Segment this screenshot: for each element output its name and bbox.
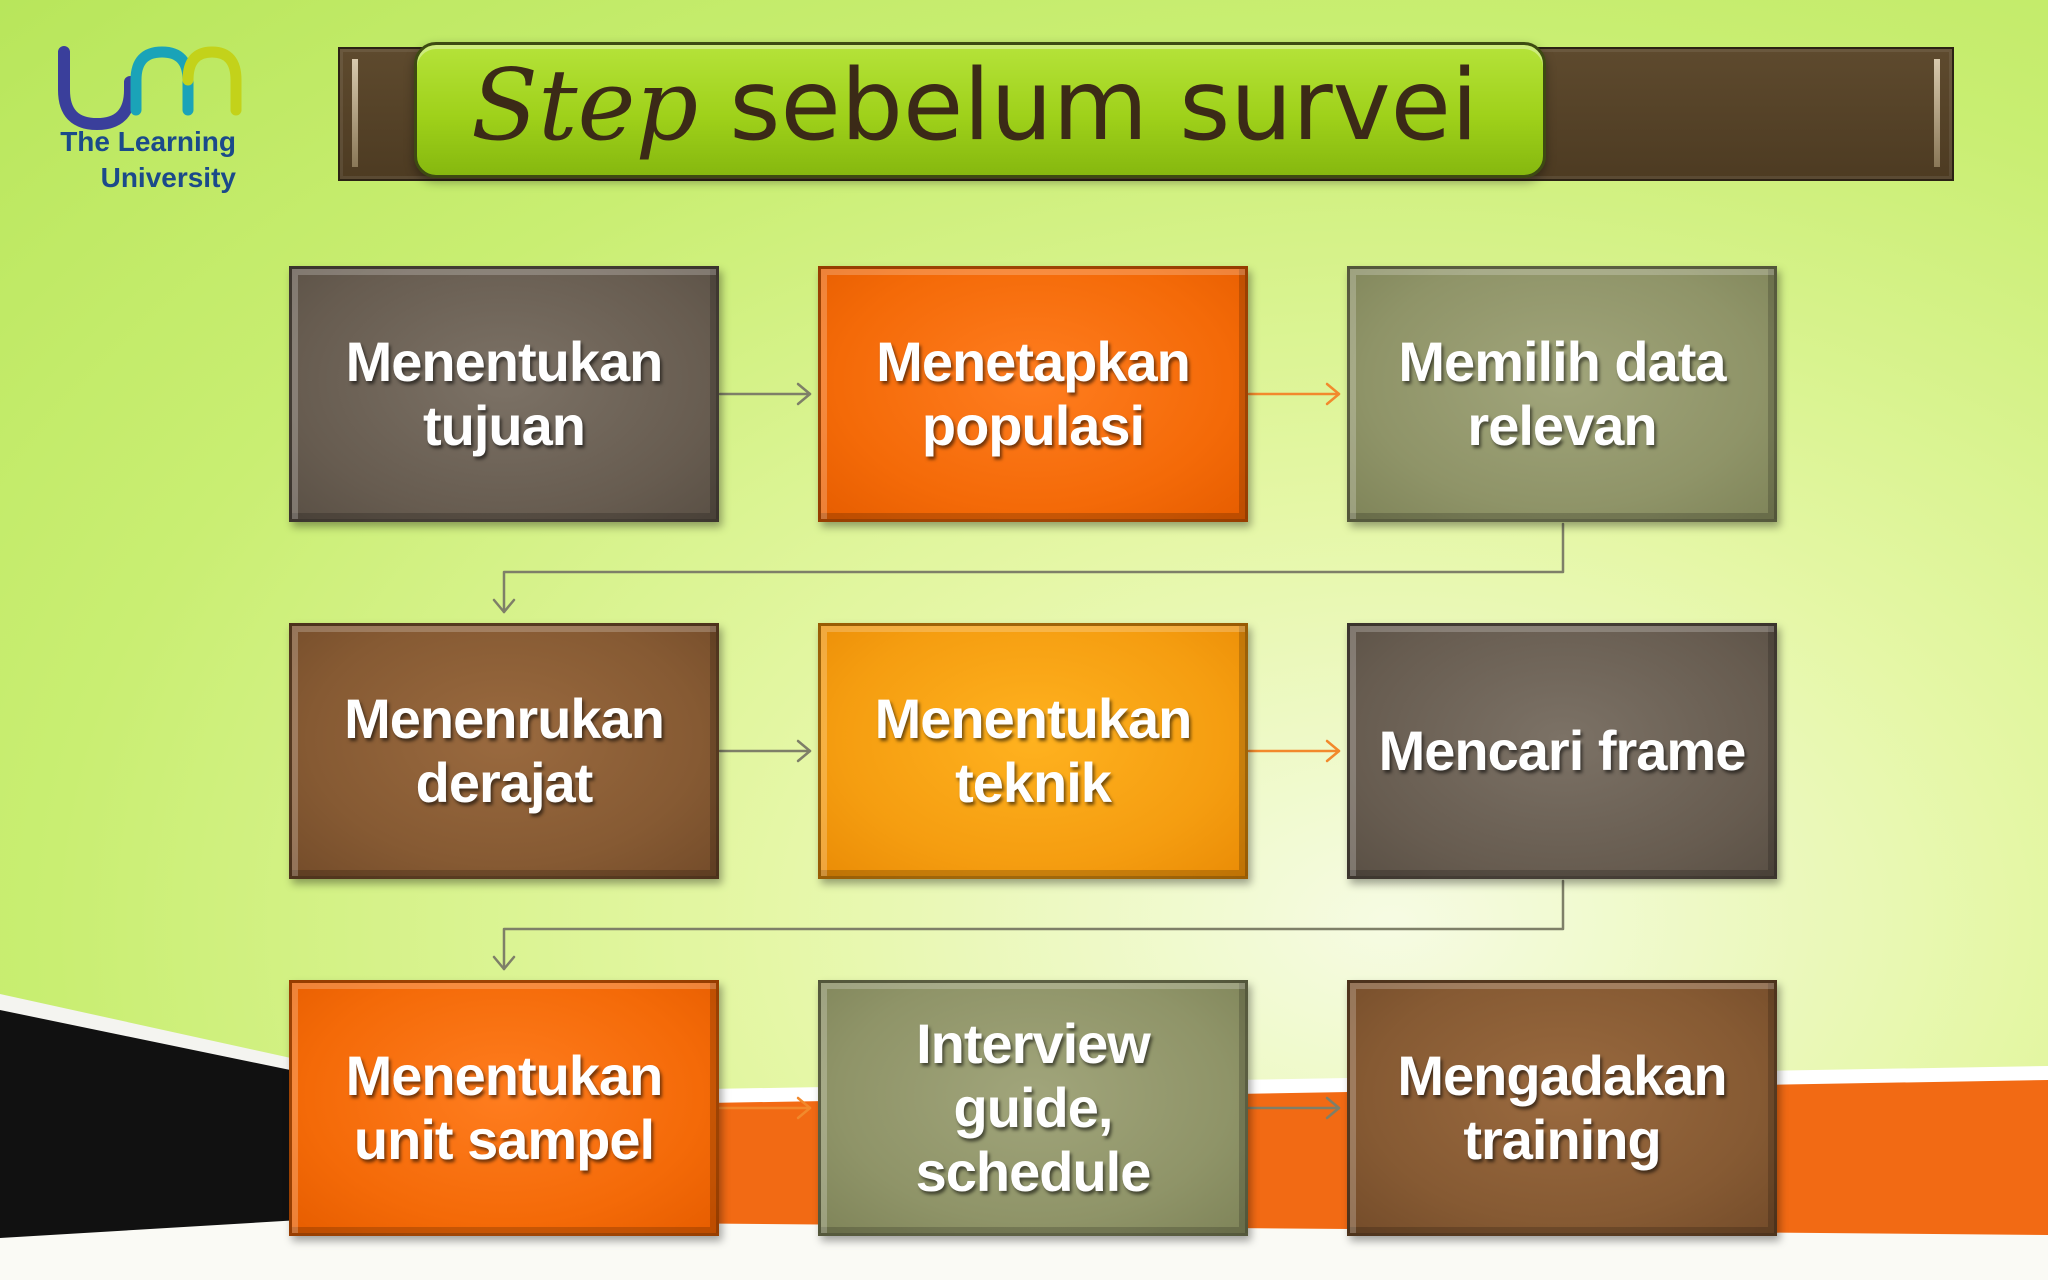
- step-box-menentukan-teknik: Menentukan teknik: [818, 623, 1248, 879]
- arrow-2-3: [1247, 382, 1341, 406]
- step-label: Menentukan unit sampel: [345, 1044, 664, 1171]
- step-box-interview-guide-schedule: Interview guide, schedule: [818, 980, 1248, 1236]
- logo-caption: The Learning University: [46, 124, 236, 196]
- title-bar-right-cap: [1934, 59, 1940, 167]
- logo-line-2: University: [100, 162, 236, 193]
- title-italic-word: Step: [471, 49, 699, 163]
- step-label: Mencari frame: [1378, 719, 1747, 782]
- step-label: Interview guide, schedule: [915, 1012, 1152, 1203]
- step-label: Menentukan tujuan: [345, 330, 664, 457]
- step-box-menenrukan-derajat: Menenrukan derajat: [289, 623, 719, 879]
- arrow-3-4: [492, 522, 1565, 614]
- step-label: Mengadakan training: [1397, 1044, 1727, 1171]
- step-box-memilih-data-relevan: Memilih data relevan: [1347, 266, 1777, 522]
- step-label: Menenrukan derajat: [344, 687, 665, 814]
- logo-line-1: The Learning: [60, 126, 236, 157]
- arrow-5-6: [1247, 739, 1341, 763]
- um-logo-mark-icon: [58, 46, 242, 130]
- title-box: Step sebelum survei: [414, 42, 1546, 178]
- step-label: Menentukan teknik: [874, 687, 1193, 814]
- step-box-menentukan-tujuan: Menentukan tujuan: [289, 266, 719, 522]
- title-bar-left-cap: [352, 59, 358, 167]
- arrow-8-9: [1247, 1096, 1341, 1120]
- arrow-4-5: [718, 739, 812, 763]
- arrow-7-8: [718, 1096, 812, 1120]
- title-rest: sebelum survei: [698, 49, 1479, 163]
- step-box-mencari-frame: Mencari frame: [1347, 623, 1777, 879]
- arrow-6-7: [492, 879, 1565, 971]
- step-label: Menetapkan populasi: [876, 330, 1191, 457]
- slide-title: Step sebelum survei: [471, 45, 1478, 175]
- arrow-1-2: [718, 382, 812, 406]
- step-box-mengadakan-training: Mengadakan training: [1347, 980, 1777, 1236]
- step-box-menentukan-unit-sampel: Menentukan unit sampel: [289, 980, 719, 1236]
- step-label: Memilih data relevan: [1398, 330, 1726, 457]
- university-logo: The Learning University: [46, 40, 246, 210]
- step-box-menetapkan-populasi: Menetapkan populasi: [818, 266, 1248, 522]
